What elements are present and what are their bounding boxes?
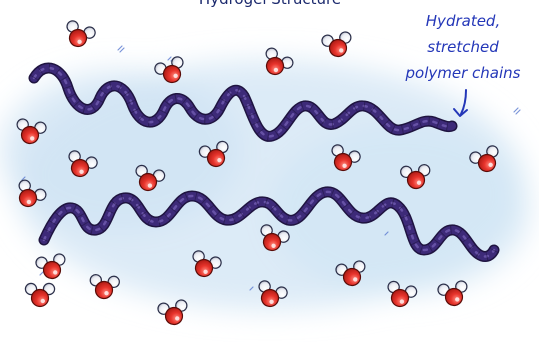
water-molecule: [260, 224, 290, 252]
water-molecule: [387, 280, 418, 308]
water-molecule: [157, 299, 188, 326]
annotation-arrow: [460, 89, 467, 115]
water-molecule: [469, 145, 499, 173]
water-background: [0, 60, 530, 310]
water-molecule: [192, 250, 222, 278]
water-molecule: [18, 179, 47, 208]
annotation-label: Hydrated, stretched polymer chains: [405, 12, 521, 117]
water-molecule: [89, 274, 120, 300]
water-molecule: [66, 20, 96, 48]
water-molecule: [35, 253, 66, 280]
diagram-title: Hydrogel Structure: [199, 0, 341, 8]
water-molecules: [16, 20, 499, 326]
water-molecule: [154, 56, 184, 84]
annotation-line-3: polymer chains: [405, 64, 521, 82]
water-molecule: [135, 164, 166, 192]
water-molecule: [335, 260, 366, 287]
annotation-arrowhead: [453, 108, 468, 117]
water-molecule: [331, 144, 361, 172]
water-molecule: [258, 280, 288, 308]
water-molecule: [198, 140, 229, 168]
water-molecule: [400, 164, 431, 190]
polymer-chain-lower: [38, 186, 500, 262]
water-molecule: [321, 31, 352, 58]
polymer-chain-upper: [28, 62, 458, 142]
water-molecule: [24, 282, 56, 308]
annotation-line-2: stretched: [427, 38, 499, 56]
water-molecule: [68, 150, 98, 178]
water-molecule: [265, 47, 294, 76]
polymer-chains: [28, 62, 500, 262]
water-molecule: [16, 118, 47, 145]
water-molecule: [437, 280, 468, 307]
annotation-line-1: Hydrated,: [426, 12, 500, 30]
